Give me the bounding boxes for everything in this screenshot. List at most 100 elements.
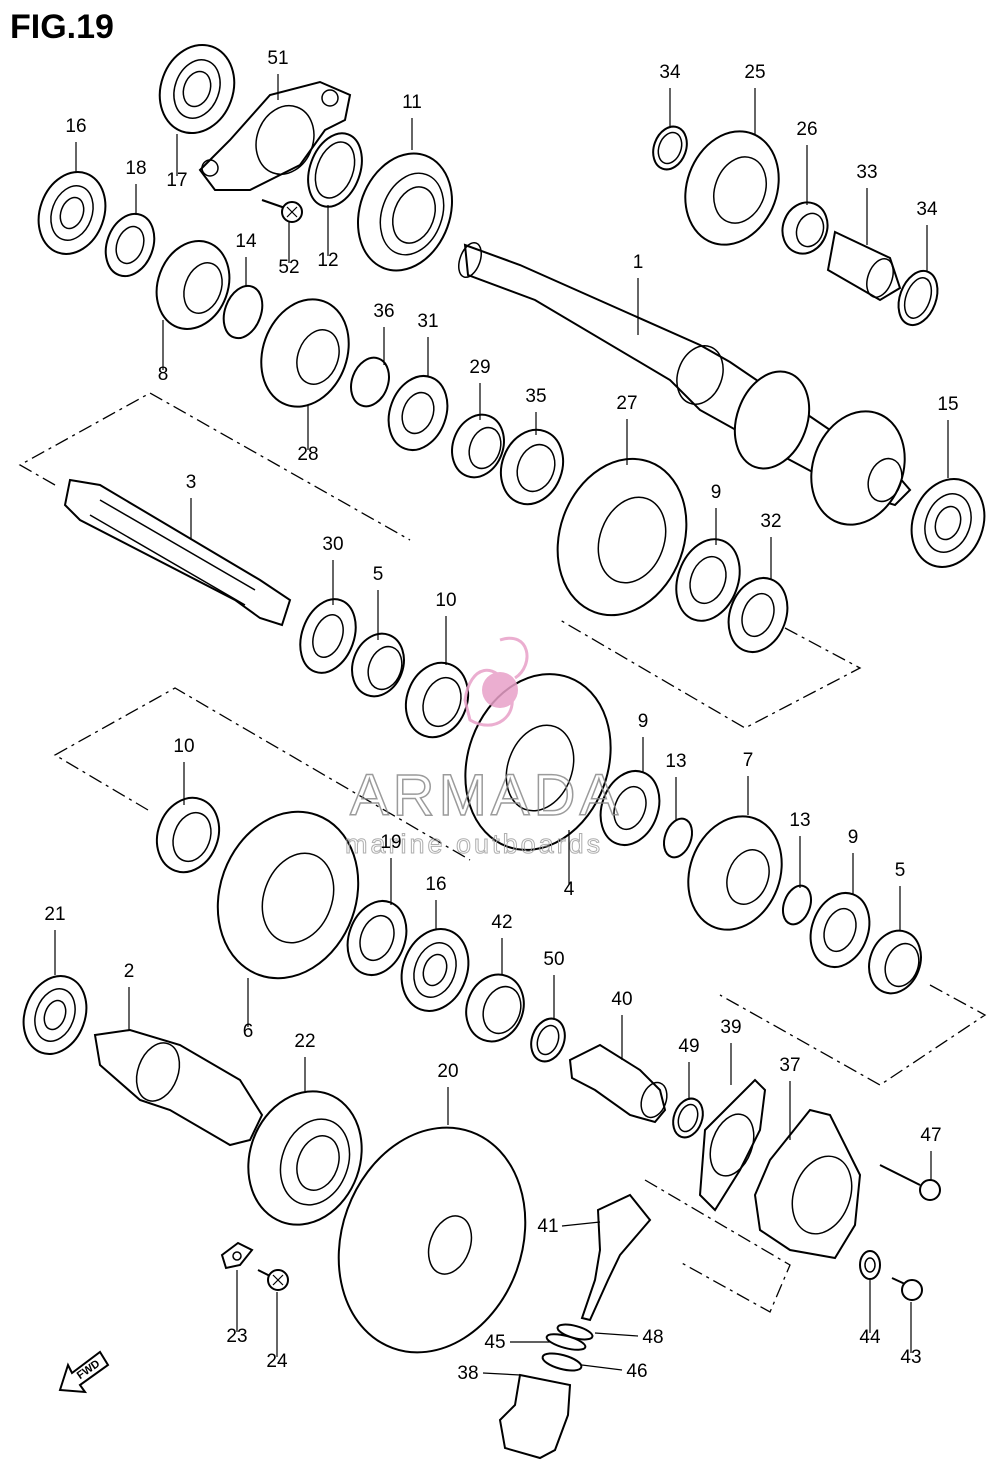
callout-c34a: 34: [659, 62, 681, 83]
callout-c50: 50: [543, 949, 564, 970]
callout-c11: 11: [402, 92, 422, 113]
bushing-5-lower: [868, 929, 922, 995]
needle-bearing-10-lower: [155, 796, 221, 874]
final-gear-20: [337, 1126, 527, 1354]
bearing-21: [22, 975, 88, 1055]
gear-8: [155, 240, 231, 330]
callout-c6: 6: [243, 1021, 254, 1042]
gasket-39: [698, 1078, 767, 1212]
washer-44: [859, 1250, 881, 1280]
washer-19: [346, 900, 408, 976]
callout-labels: 1234556789991010111213131415161617181920…: [44, 48, 958, 1384]
bearing-15: [910, 478, 986, 568]
callout-c9c: 9: [848, 827, 859, 848]
callout-c44: 44: [859, 1327, 881, 1348]
shift-fork-28: [260, 298, 350, 408]
callout-c33: 33: [856, 162, 877, 183]
callout-c42: 42: [491, 912, 512, 933]
callout-c14: 14: [235, 231, 257, 252]
callout-c45: 45: [484, 1332, 505, 1353]
callout-c1: 1: [633, 252, 644, 273]
callout-c24: 24: [266, 1351, 288, 1372]
lock-washer-30: [299, 598, 357, 674]
callout-c2: 2: [124, 961, 135, 982]
callout-c40: 40: [611, 989, 632, 1010]
callout-c23: 23: [226, 1326, 247, 1347]
screw-24: [257, 1269, 289, 1291]
oil-seal-12: [307, 132, 363, 208]
callout-c13a: 13: [665, 751, 686, 772]
washer-50: [530, 1017, 566, 1063]
callout-c20: 20: [437, 1061, 458, 1082]
callout-c4: 4: [564, 879, 575, 900]
leader-line-c41: [561, 1221, 601, 1227]
callout-c9a: 9: [711, 482, 722, 503]
lock-washer-9-upper: [675, 538, 741, 622]
callout-c46: 46: [626, 1361, 647, 1382]
bearing-11: [356, 152, 454, 272]
callout-c5a: 5: [373, 564, 384, 585]
callout-c26: 26: [796, 119, 817, 140]
washer-18: [104, 212, 156, 278]
callout-c25: 25: [744, 62, 765, 83]
driveshaft-3: [63, 478, 292, 627]
upper-assembly-frame: [18, 392, 411, 541]
callout-c36: 36: [373, 301, 394, 322]
circlip-13-right: [781, 884, 813, 926]
circlip-14: [222, 284, 264, 340]
callout-c48: 48: [642, 1327, 663, 1348]
figure-title: FIG.19: [10, 8, 114, 46]
spacer-33: [826, 230, 902, 302]
circlip-36: [350, 356, 390, 408]
callout-c35: 35: [525, 386, 546, 407]
washer-34-right: [897, 269, 939, 327]
lock-washer-31: [387, 375, 449, 451]
speedo-assembly-frame: [644, 1179, 791, 1313]
callout-c31: 31: [417, 311, 438, 332]
gear-4: [464, 673, 612, 851]
bushing-26: [781, 201, 829, 255]
bearing-16-top: [37, 171, 107, 255]
callout-c34b: 34: [916, 199, 938, 220]
callout-c43: 43: [900, 1347, 921, 1368]
callout-c30: 30: [322, 534, 343, 555]
leader-line-c46: [581, 1364, 623, 1371]
needle-bearing-10-upper: [404, 661, 470, 739]
circlip-13-left: [662, 817, 694, 859]
speedo-drive-gear-40: [568, 1043, 668, 1124]
gear-27: [556, 457, 688, 617]
bushing-42: [465, 973, 525, 1043]
callout-c10b: 10: [173, 736, 194, 757]
middle-assembly-frame-lower: [719, 984, 987, 1086]
speedo-driven-gear-41: [580, 1193, 652, 1322]
callout-c15: 15: [937, 394, 958, 415]
callout-c49: 49: [678, 1036, 699, 1057]
output-shaft-2: [93, 1028, 264, 1147]
callout-c22: 22: [294, 1031, 315, 1052]
callout-c39: 39: [720, 1017, 741, 1038]
plate-23: [220, 1241, 254, 1270]
callout-c18: 18: [125, 158, 146, 179]
screw-52: [261, 199, 303, 223]
callout-c32: 32: [760, 511, 781, 532]
lock-washer-9-lower: [809, 892, 871, 968]
callout-c17: 17: [166, 170, 187, 191]
callout-c27: 27: [616, 393, 637, 414]
oring-46: [541, 1352, 583, 1372]
callout-c16a: 16: [65, 116, 86, 137]
bushing-38: [498, 1373, 572, 1460]
middle-assembly-frame: [53, 687, 471, 861]
callout-c8: 8: [158, 364, 169, 385]
shift-dog-7: [687, 815, 783, 931]
callout-c7: 7: [743, 750, 754, 771]
countershaft-1: [458, 241, 912, 526]
gear-25: [684, 130, 780, 246]
speedo-housing-37: [753, 1108, 862, 1260]
callout-c37: 37: [779, 1055, 800, 1076]
callout-c19: 19: [380, 832, 401, 853]
watermark-tagline: marine outboards: [345, 829, 603, 859]
upper-assembly-frame-lower: [559, 619, 862, 729]
callout-c10a: 10: [435, 590, 456, 611]
leader-line-c48: [594, 1332, 639, 1337]
